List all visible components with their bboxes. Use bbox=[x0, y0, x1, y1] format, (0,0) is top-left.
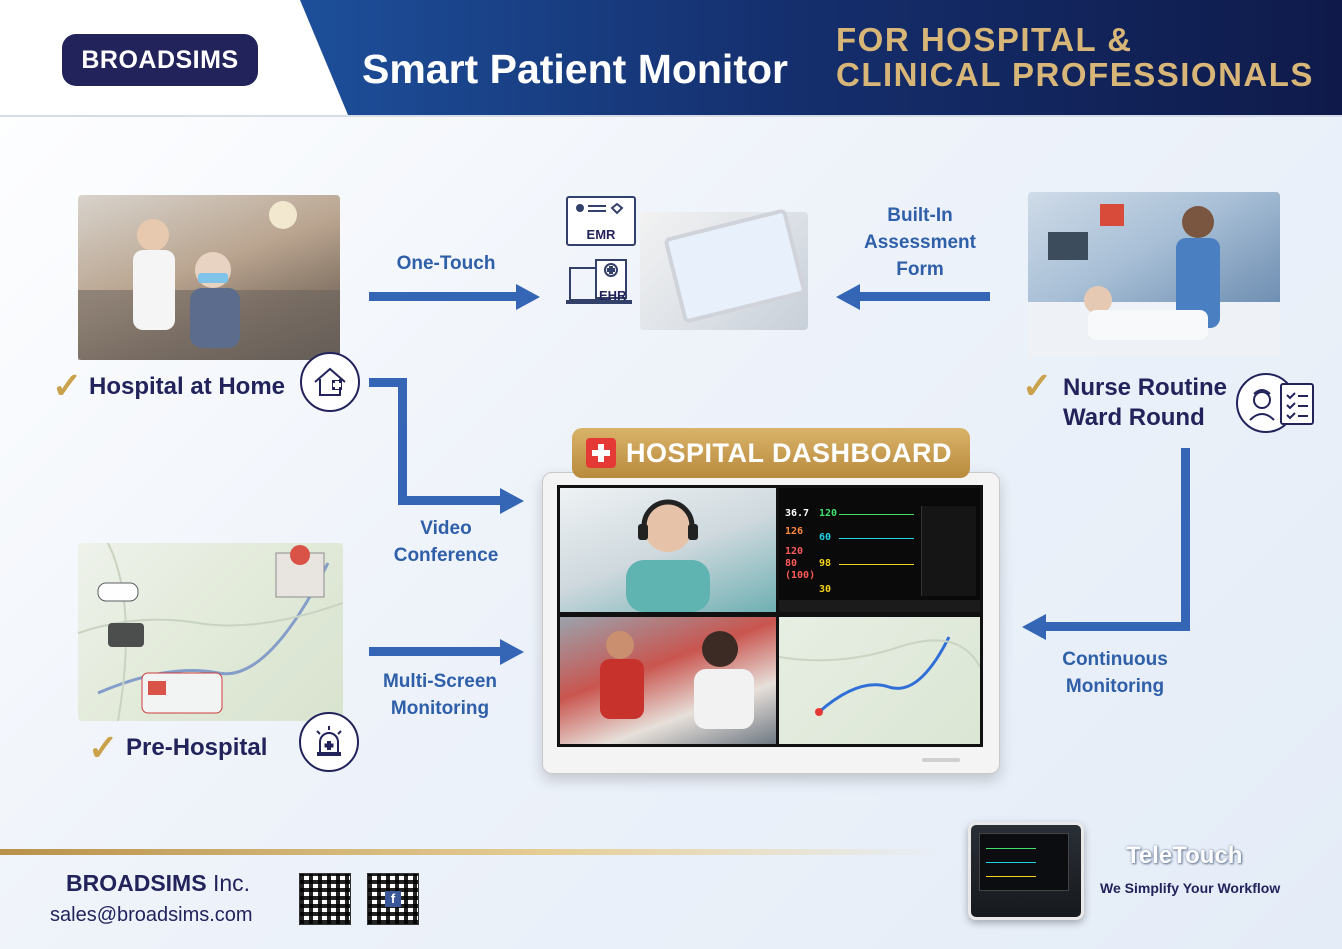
ibp-a-value: 120 bbox=[785, 546, 804, 557]
built-in-label: Built-In Assessment Form bbox=[852, 202, 988, 283]
nurse-round-label: Nurse Routine Ward Round bbox=[1063, 373, 1227, 433]
home-visit-illustration bbox=[78, 201, 340, 360]
footer-gold-line bbox=[0, 849, 940, 855]
ibp-b-value: 80 bbox=[785, 558, 798, 569]
continuous-arrow-h bbox=[1045, 622, 1190, 631]
checkmark-icon: ✓ bbox=[88, 727, 119, 768]
emr-label: EMR bbox=[586, 227, 616, 242]
temp-value: 36.7 bbox=[785, 508, 810, 519]
continuous-line-2: Monitoring bbox=[1065, 676, 1165, 697]
continuous-monitoring-label: Continuous Monitoring bbox=[1044, 646, 1186, 700]
teletouch-device-image bbox=[968, 822, 1084, 920]
pre-hospital-label: Pre-Hospital bbox=[126, 734, 268, 761]
one-touch-arrow bbox=[369, 292, 517, 301]
ecg-wave bbox=[839, 514, 914, 515]
built-in-arrow bbox=[859, 292, 990, 301]
built-in-line-1: Built-In bbox=[887, 205, 953, 226]
company-brand: BROADSIMS bbox=[66, 870, 207, 896]
nurse-line-1: Nurse Routine bbox=[1063, 374, 1228, 401]
company-name: BROADSIMS Inc. bbox=[66, 870, 250, 897]
video-conference-label: Video Conference bbox=[380, 515, 512, 569]
emr-card: EMR bbox=[566, 196, 636, 246]
video-line-1: Video bbox=[420, 518, 472, 539]
emergency-siren-icon bbox=[299, 712, 359, 772]
route-map-illustration bbox=[778, 636, 981, 716]
nibp-value: 126 bbox=[785, 526, 804, 537]
map-illustration bbox=[77, 542, 344, 722]
ehr-label: EHR bbox=[599, 288, 627, 303]
rr-value: 30 bbox=[819, 584, 832, 595]
header-divider bbox=[0, 115, 1342, 117]
vitals-pane: 36.7 120 126 60 120 80 (100) 98 30 bbox=[779, 488, 980, 612]
checkmark-icon: ✓ bbox=[52, 365, 83, 406]
product-tagline: We Simplify Your Workflow bbox=[1100, 880, 1281, 896]
resp-value: 60 bbox=[819, 532, 832, 543]
continuous-arrowhead bbox=[1022, 614, 1046, 640]
vitals-side-panel bbox=[921, 506, 976, 596]
multi-line-1: Multi-Screen bbox=[382, 671, 498, 692]
hospital-at-home-photo bbox=[78, 195, 340, 360]
continuous-line-1: Continuous bbox=[1062, 649, 1168, 670]
multi-screen-arrowhead bbox=[500, 639, 524, 665]
subtitle-line-2: CLINICAL PROFESSIONALS bbox=[836, 56, 1314, 93]
home-care-icon bbox=[300, 352, 360, 412]
facebook-icon: f bbox=[385, 891, 401, 907]
page-subtitle: FOR HOSPITAL & CLINICAL PROFESSIONALS bbox=[836, 22, 1314, 92]
video-arrowhead bbox=[500, 488, 524, 514]
product-name: TeleTouch bbox=[1126, 842, 1243, 869]
one-touch-arrowhead bbox=[516, 284, 540, 310]
doctor-headset-illustration bbox=[626, 499, 710, 612]
built-in-line-2: Assessment bbox=[864, 232, 976, 253]
pleth-wave bbox=[839, 564, 914, 565]
vitals-bottom-bar bbox=[779, 600, 980, 612]
ibp-c-value: (100) bbox=[785, 570, 816, 581]
hospital-at-home-label: Hospital at Home bbox=[89, 373, 286, 400]
hr-value: 120 bbox=[819, 508, 838, 519]
one-touch-label: One-Touch bbox=[396, 253, 496, 274]
dashboard-title: HOSPITAL DASHBOARD bbox=[626, 437, 953, 468]
paramedic-illustration bbox=[600, 631, 754, 729]
contact-email[interactable]: sales@broadsims.com bbox=[50, 904, 253, 926]
video-arrow-v bbox=[398, 378, 407, 504]
multi-screen-label: Multi-Screen Monitoring bbox=[370, 668, 510, 722]
facebook-qr-code[interactable]: f bbox=[367, 873, 419, 925]
page-title: Smart Patient Monitor bbox=[362, 46, 788, 92]
resp-wave bbox=[839, 538, 914, 539]
brand-logo: BROADSIMS bbox=[62, 34, 258, 86]
pre-hospital-map bbox=[77, 542, 344, 722]
multi-line-2: Monitoring bbox=[390, 698, 490, 719]
website-qr-code[interactable] bbox=[299, 873, 351, 925]
laptop-record-icon bbox=[566, 259, 632, 304]
nurse-ward-photo bbox=[1028, 192, 1280, 357]
ward-illustration bbox=[1028, 204, 1280, 357]
device-screen bbox=[979, 833, 1069, 891]
ehr-card: EHR bbox=[566, 258, 632, 316]
video-arrow-h1 bbox=[369, 378, 407, 387]
video-line-2: Conference bbox=[393, 545, 499, 566]
continuous-arrow-v bbox=[1181, 448, 1190, 631]
checklist-icon bbox=[1280, 383, 1314, 425]
dashboard-badge: HOSPITAL DASHBOARD bbox=[572, 428, 970, 478]
spo2-value: 98 bbox=[819, 558, 832, 569]
id-card-icon bbox=[576, 202, 624, 215]
nurse-line-2: Ward Round bbox=[1063, 404, 1205, 431]
built-in-line-3: Form bbox=[896, 259, 944, 280]
company-suffix: Inc. bbox=[212, 870, 251, 896]
subtitle-line-1: FOR HOSPITAL & bbox=[836, 21, 1133, 58]
built-in-arrowhead bbox=[836, 284, 860, 310]
ambulance-pane bbox=[560, 617, 776, 744]
video-arrow-h2 bbox=[398, 496, 502, 505]
monitor-indicator bbox=[922, 758, 960, 762]
map-pane bbox=[778, 617, 981, 744]
medical-cross-icon bbox=[586, 438, 616, 468]
checkmark-icon: ✓ bbox=[1022, 365, 1053, 406]
header-banner bbox=[300, 0, 1342, 115]
video-call-pane bbox=[560, 488, 776, 612]
multi-screen-arrow bbox=[369, 647, 503, 656]
